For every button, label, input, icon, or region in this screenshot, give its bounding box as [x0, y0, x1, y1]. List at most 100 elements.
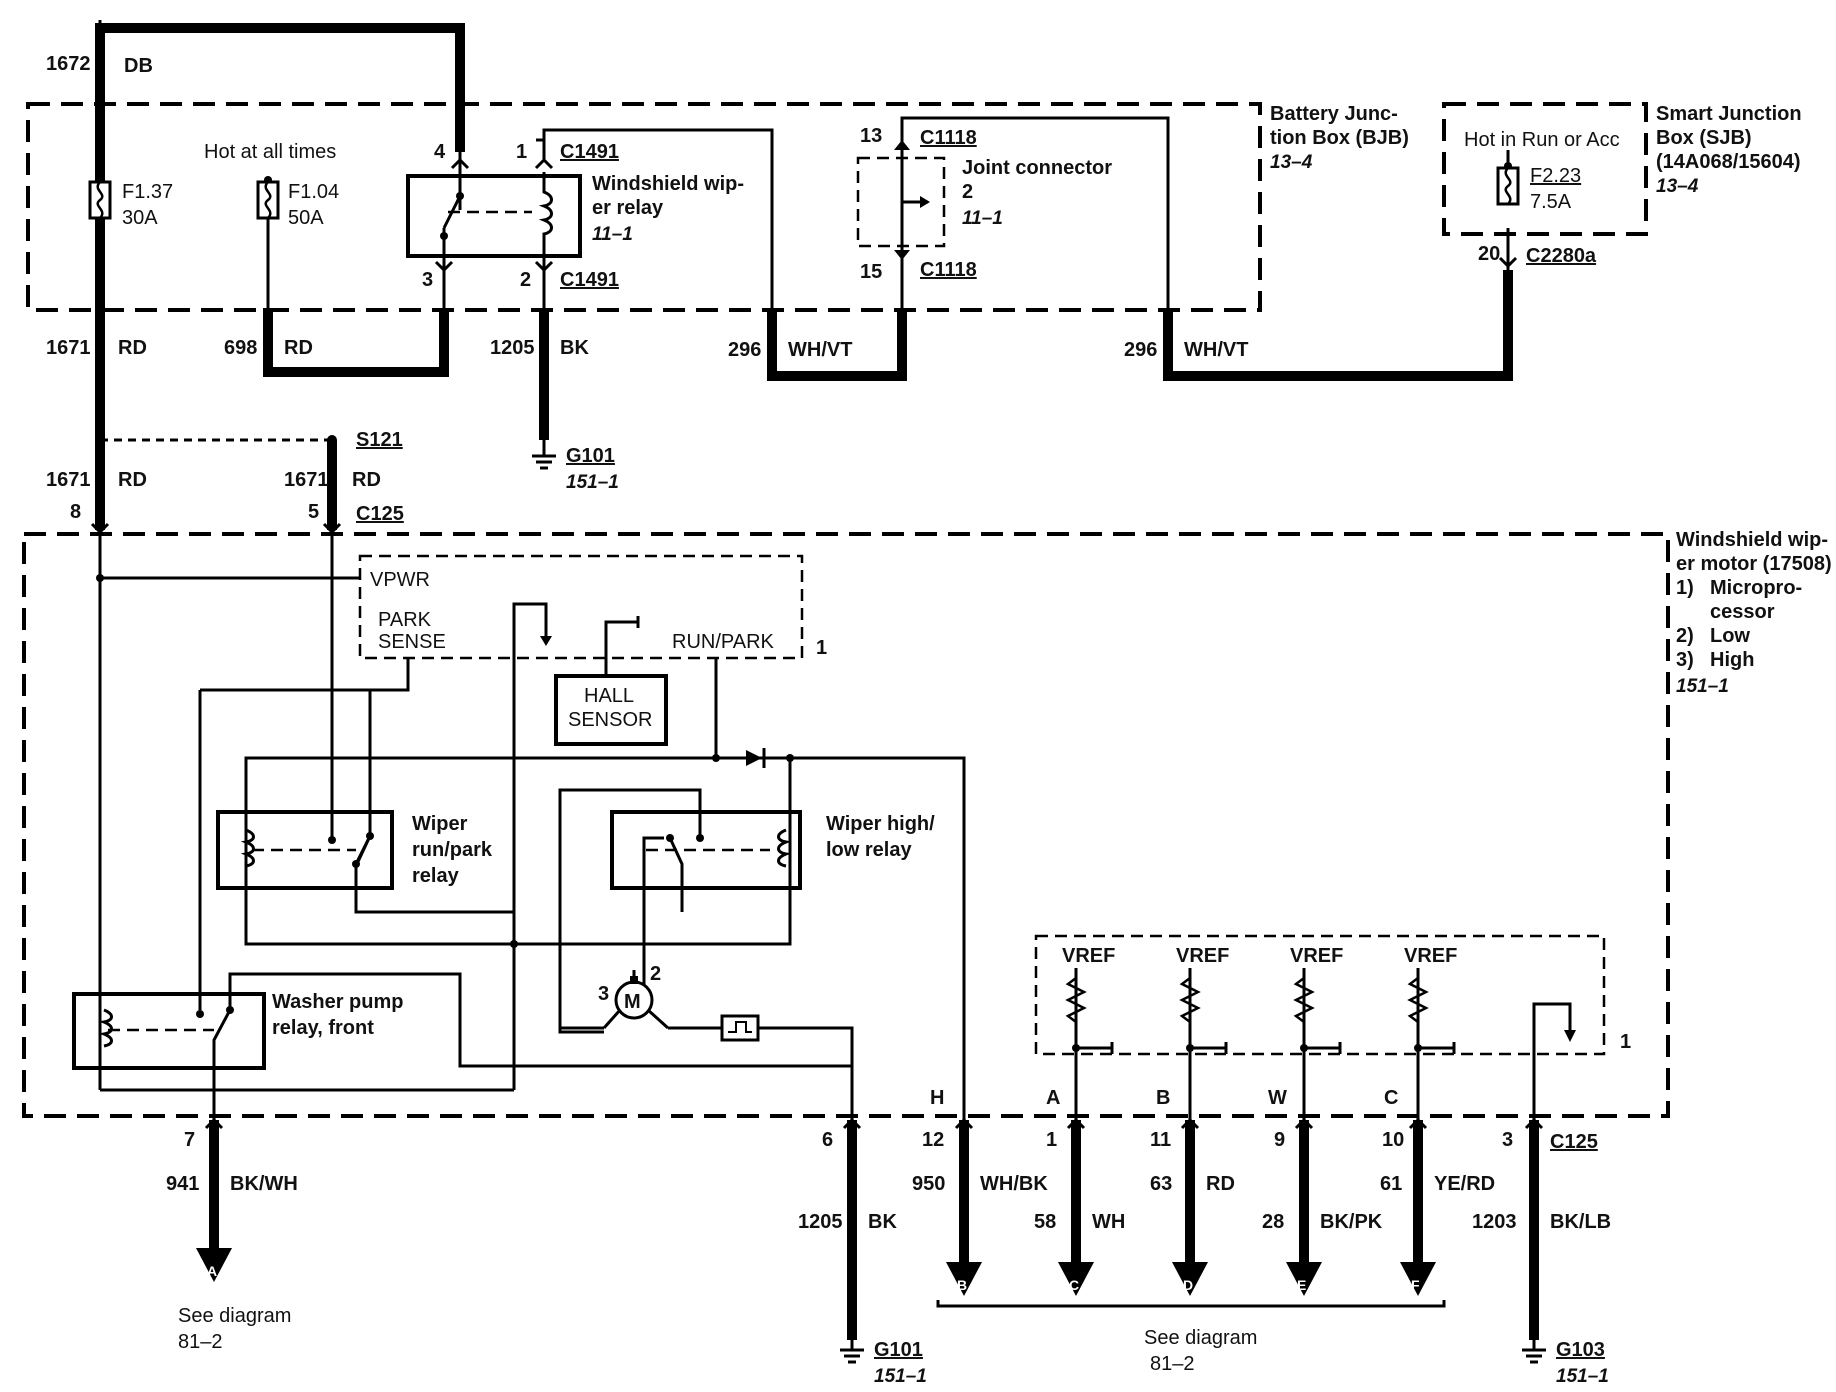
label-pin-h: H [930, 1087, 944, 1109]
label-f104-amp: 50A [288, 207, 324, 229]
label-g103: G103 [1556, 1339, 1605, 1361]
label-rp-2: run/park [412, 839, 493, 861]
label-1205: 1205 [490, 337, 535, 359]
splice-dot-a [95, 435, 105, 445]
wiper-run-park-relay [216, 810, 514, 914]
arrow-f-icon [1400, 1262, 1436, 1296]
label-vref-4: VREF [1404, 945, 1457, 967]
label-arrow-f: F [1411, 1277, 1420, 1293]
label-1671-a: 1671 [46, 337, 91, 359]
label-sjb-1: Smart Junction [1656, 103, 1802, 125]
label-g101-bottom: G101 [874, 1339, 923, 1361]
label-c125-top: C125 [356, 503, 404, 525]
label-bjb-1: Battery Junc- [1270, 103, 1398, 125]
wire-relay-pin1-loop [542, 128, 774, 308]
label-296-b: 296 [1124, 339, 1157, 361]
label-61: 61 [1380, 1173, 1402, 1195]
circuit-breaker-icon [720, 1014, 760, 1042]
label-hl-1: Wiper high/ [826, 813, 935, 835]
label-wp-2: relay, front [272, 1017, 374, 1039]
label-296-a: 296 [728, 339, 761, 361]
label-motor-title-2: er motor (17508) [1676, 553, 1832, 575]
label-b-p3: 3 [1502, 1129, 1513, 1151]
label-see-a-ref: 81–2 [178, 1331, 223, 1353]
label-m2: 2 [650, 963, 661, 985]
label-941: 941 [166, 1173, 199, 1195]
windshield-wiper-relay [406, 170, 582, 258]
label-sensor: SENSOR [568, 709, 652, 731]
label-arrow-a: A [207, 1263, 217, 1279]
label-rd-d: RD [352, 469, 381, 491]
label-58: 58 [1034, 1211, 1056, 1233]
label-g101-top-ref: 151–1 [566, 472, 619, 493]
label-vref-2: VREF [1176, 945, 1229, 967]
label-runpark: RUN/PARK [672, 631, 775, 653]
label-yerd: YE/RD [1434, 1173, 1495, 1195]
pin4-arrow-icon [450, 157, 470, 170]
label-sense: SENSE [378, 631, 446, 653]
label-pin3: 3 [422, 269, 433, 291]
label-c125-bottom: C125 [1550, 1131, 1598, 1153]
label-arrow-b: B [957, 1277, 967, 1293]
label-pin5: 5 [308, 501, 319, 523]
wiper-high-low-relay [558, 788, 802, 1034]
arrow-d-icon [1172, 1262, 1208, 1296]
c125-pin-marks [204, 1117, 1544, 1130]
washer-pump-relay [72, 972, 852, 1120]
label-sjb-ref: 13–4 [1656, 176, 1699, 197]
label-relay-ref: 11–1 [592, 224, 633, 245]
label-bjb-ref: 13–4 [1270, 152, 1313, 173]
label-f137-amp: 30A [122, 207, 158, 229]
label-rd-b2: RD [1206, 1173, 1235, 1195]
label-park: PARK [378, 609, 432, 631]
label-vpwr: VPWR [370, 569, 430, 591]
label-c1118-top: C1118 [920, 127, 977, 149]
ground-g101-top-icon [532, 440, 556, 470]
label-1671-c: 1671 [284, 469, 329, 491]
label-g103-ref: 151–1 [1556, 1366, 1609, 1387]
label-b-p7: 7 [184, 1129, 195, 1151]
label-sjb-3: (14A068/15604) [1656, 151, 1801, 173]
label-hall: HALL [584, 685, 634, 707]
wire-diode-to-h [764, 756, 966, 1160]
label-l1n: 1) [1676, 577, 1694, 599]
label-28: 28 [1262, 1211, 1284, 1233]
label-arrow-e: E [1297, 1277, 1306, 1293]
label-hl-2: low relay [826, 839, 912, 861]
label-1205-b: 1205 [798, 1211, 843, 1233]
label-relay-1: Windshield wip- [592, 173, 744, 195]
battery-junction-box [26, 102, 1262, 312]
wire-breaker-g101 [758, 1026, 854, 1120]
label-wp-1: Washer pump [272, 991, 404, 1013]
arrow-b-icon [946, 1262, 982, 1296]
label-rp-3: relay [412, 865, 460, 887]
label-b-p10: 10 [1382, 1129, 1404, 1151]
label-f137: F1.37 [122, 181, 173, 203]
label-b-p1: 1 [1046, 1129, 1057, 1151]
label-pin-a: A [1046, 1087, 1060, 1109]
label-b-p9: 9 [1274, 1129, 1285, 1151]
arrow-e-icon [1286, 1262, 1322, 1296]
label-1672: 1672 [46, 53, 91, 75]
label-hot-all-times: Hot at all times [204, 141, 336, 163]
label-vref-pin1: 1 [1620, 1031, 1631, 1053]
label-1203: 1203 [1472, 1211, 1517, 1233]
label-pin1: 1 [516, 141, 527, 163]
fuse-f223-icon [1496, 162, 1520, 206]
label-g101-top: G101 [566, 445, 615, 467]
pin2-arrow-icon [534, 260, 554, 273]
windshield-wiper-motor [22, 532, 1670, 1118]
label-l1b: cessor [1710, 601, 1775, 623]
label-joint-2: 2 [962, 181, 973, 203]
label-pin-w: W [1268, 1087, 1287, 1109]
label-698: 698 [224, 337, 257, 359]
svg-text:M: M [624, 991, 641, 1013]
label-b-p6: 6 [822, 1129, 833, 1151]
label-b-p11: 11 [1150, 1129, 1171, 1151]
ground-g101-bottom-icon [840, 1340, 864, 1364]
label-f104: F1.04 [288, 181, 339, 203]
smart-junction-box [1442, 102, 1648, 236]
label-arrow-d: D [1183, 1277, 1193, 1293]
